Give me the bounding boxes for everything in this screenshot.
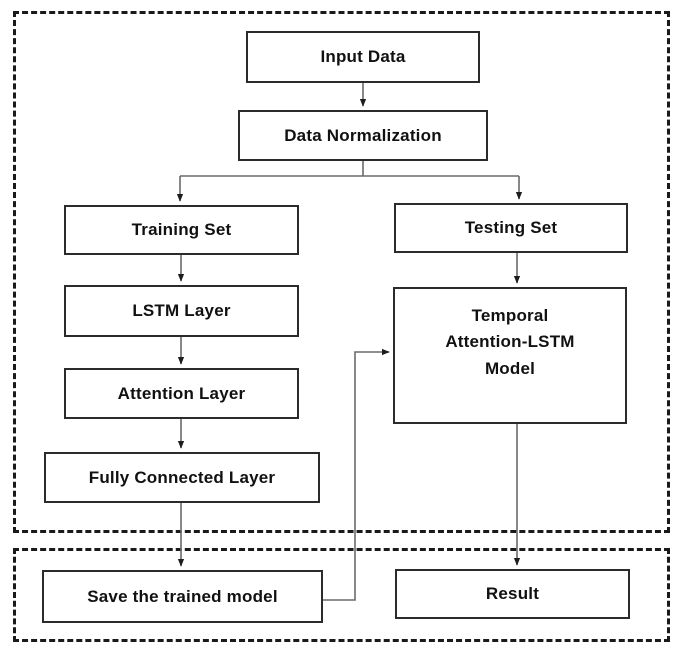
node-temporal-model-label: Temporal Attention-LSTM Model <box>445 303 574 382</box>
node-input-data-label: Input Data <box>320 47 406 67</box>
node-temporal-attention-lstm-model[interactable]: Temporal Attention-LSTM Model <box>393 287 627 424</box>
node-input-data[interactable]: Input Data <box>246 31 480 83</box>
node-training-set[interactable]: Training Set <box>64 205 299 255</box>
node-testing-set[interactable]: Testing Set <box>394 203 628 253</box>
node-save-the-trained-model-label: Save the trained model <box>87 586 278 606</box>
node-temporal-model-line-3: Model <box>484 358 536 378</box>
node-result[interactable]: Result <box>395 569 630 619</box>
node-fully-connected-layer-label: Fully Connected Layer <box>88 467 276 487</box>
node-fully-connected-layer[interactable]: Fully Connected Layer <box>44 452 320 503</box>
node-attention-layer-label: Attention Layer <box>117 383 246 403</box>
node-data-normalization-label: Data Normalization <box>284 125 442 145</box>
node-result-label: Result <box>485 584 540 604</box>
node-save-the-trained-model[interactable]: Save the trained model <box>42 570 323 623</box>
node-testing-set-label: Testing Set <box>464 218 558 238</box>
node-attention-layer[interactable]: Attention Layer <box>64 368 299 419</box>
node-training-set-label: Training Set <box>131 220 232 240</box>
node-lstm-layer-label: LSTM Layer <box>132 301 231 321</box>
node-data-normalization[interactable]: Data Normalization <box>238 110 488 161</box>
node-lstm-layer[interactable]: LSTM Layer <box>64 285 299 337</box>
node-temporal-model-line-1: Temporal <box>471 306 549 325</box>
node-temporal-model-line-2: Attention-LSTM <box>445 332 575 352</box>
